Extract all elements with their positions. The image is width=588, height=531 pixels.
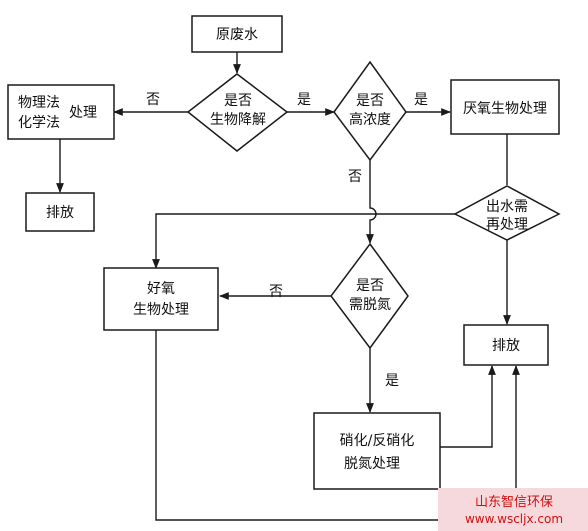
node-nitrification (313, 412, 441, 490)
label-decision-denitrification-1: 是否 (356, 278, 384, 294)
watermark: 山东智信环保 www.wscljx.com (438, 488, 588, 531)
label-physical-chemical-suffix: 处理 (69, 105, 97, 121)
label-decision-biodegradable-2: 生物降解 (210, 112, 266, 128)
label-discharge-left: 排放 (46, 205, 74, 221)
watermark-line1: 山东智信环保 (475, 495, 553, 510)
edge-decision2-to-decision3 (366, 160, 377, 244)
node-physical-chemical (7, 84, 115, 140)
label-aerobic-1: 好氧 (147, 281, 175, 297)
label-decision-retreat-2: 再处理 (486, 217, 528, 233)
label-decision-denitrification-2: 需脱氮 (349, 297, 391, 313)
node-discharge-right (463, 324, 549, 366)
label-decision-high-conc-2: 高浓度 (349, 111, 391, 128)
label-nitrification-1: 硝化/反硝化 (340, 433, 415, 449)
watermark-background (438, 488, 588, 531)
watermark-line2: www.wscljx.com (465, 512, 563, 526)
node-raw-water (191, 15, 283, 53)
node-decision-denitrification (330, 242, 409, 350)
label-raw-water: 原废水 (216, 27, 258, 43)
edge-label-yes-high-conc: 是 (297, 92, 311, 108)
edge-label-no-aerobic: 否 (269, 284, 283, 300)
label-physical: 物理法 (18, 95, 60, 111)
edge-nitrification-to-discharge (440, 365, 496, 448)
node-anaerobic (450, 79, 560, 135)
label-chemical: 化学法 (18, 115, 60, 131)
label-decision-high-conc-1: 是否 (356, 93, 384, 109)
edge-label-no-physical: 否 (146, 92, 160, 108)
node-discharge-left (25, 192, 95, 232)
label-nitrification-2: 脱氮处理 (344, 456, 400, 472)
label-discharge-right: 排放 (492, 338, 520, 354)
edge-aerobic-to-discharge (155, 330, 520, 521)
edge-label-no-from-high-conc: 否 (348, 169, 362, 185)
label-decision-retreat-1: 出水需 (486, 199, 528, 215)
node-aerobic (103, 267, 219, 331)
label-anaerobic: 厌氧生物处理 (463, 101, 547, 117)
label-decision-biodegradable-1: 是否 (224, 93, 252, 109)
node-decision-high-concentration (333, 60, 407, 162)
edge-retreat-to-aerobic (152, 213, 455, 269)
node-decision-biodegradable (186, 73, 289, 152)
label-aerobic-2: 生物处理 (133, 302, 189, 318)
edge-label-yes-anaerobic: 是 (414, 92, 428, 108)
node-decision-retreat (453, 185, 561, 241)
edge-label-yes-nitrification: 是 (385, 373, 399, 389)
